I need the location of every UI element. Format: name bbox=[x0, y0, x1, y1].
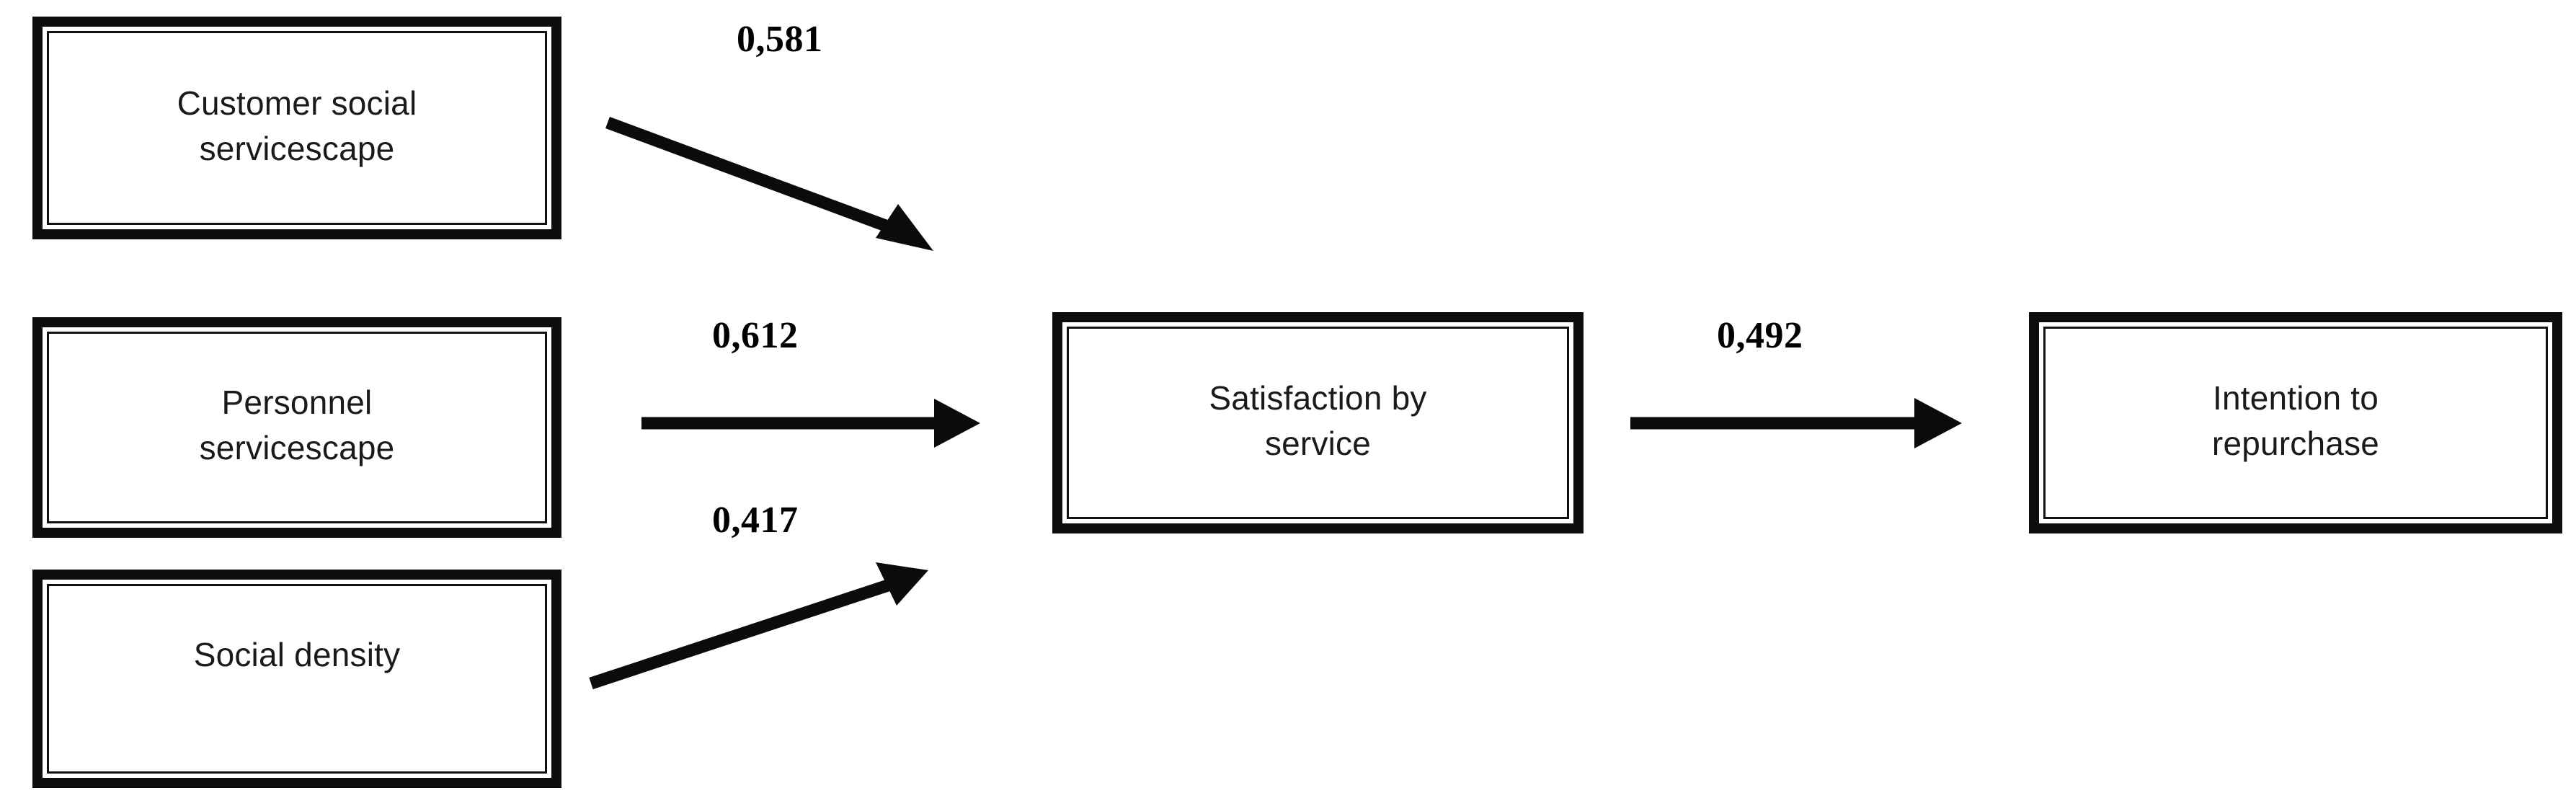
node-customer-social-servicescape[interactable]: Customer social servicescape bbox=[32, 17, 561, 239]
node-inner-frame: Satisfaction by service bbox=[1067, 327, 1569, 519]
node-label-social-density: Social density bbox=[193, 636, 401, 673]
coefficient-customer-to-satisfaction: 0,581 bbox=[737, 19, 823, 60]
coefficient-density-to-satisfaction: 0,417 bbox=[712, 500, 799, 541]
node-personnel-servicescape[interactable]: Personnel servicescape bbox=[32, 317, 561, 538]
node-social-density[interactable]: Social density bbox=[32, 570, 561, 788]
arrow-customer-to-satisfaction bbox=[605, 117, 933, 251]
node-inner-frame: Social density bbox=[47, 584, 547, 774]
node-label-personnel-servicescape: Personnel servicescape bbox=[199, 383, 395, 467]
coefficient-satisfaction-to-intention: 0,492 bbox=[1717, 315, 1803, 356]
arrow-density-to-satisfaction bbox=[589, 562, 928, 690]
node-inner-frame: Personnel servicescape bbox=[47, 332, 547, 523]
arrow-personnel-to-satisfaction bbox=[641, 399, 980, 448]
node-label-intention-to-repurchase: Intention to repurchase bbox=[2211, 378, 2380, 462]
node-intention-to-repurchase[interactable]: Intention to repurchase bbox=[2029, 312, 2562, 533]
coefficient-personnel-to-satisfaction: 0,612 bbox=[712, 315, 799, 356]
arrow-satisfaction-to-intention bbox=[1630, 398, 1962, 448]
node-inner-frame: Customer social servicescape bbox=[47, 31, 547, 225]
node-label-satisfaction-by-service: Satisfaction by service bbox=[1209, 378, 1427, 462]
node-satisfaction-by-service[interactable]: Satisfaction by service bbox=[1052, 312, 1584, 533]
node-inner-frame: Intention to repurchase bbox=[2043, 327, 2548, 519]
node-label-customer-social-servicescape: Customer social servicescape bbox=[177, 84, 417, 167]
